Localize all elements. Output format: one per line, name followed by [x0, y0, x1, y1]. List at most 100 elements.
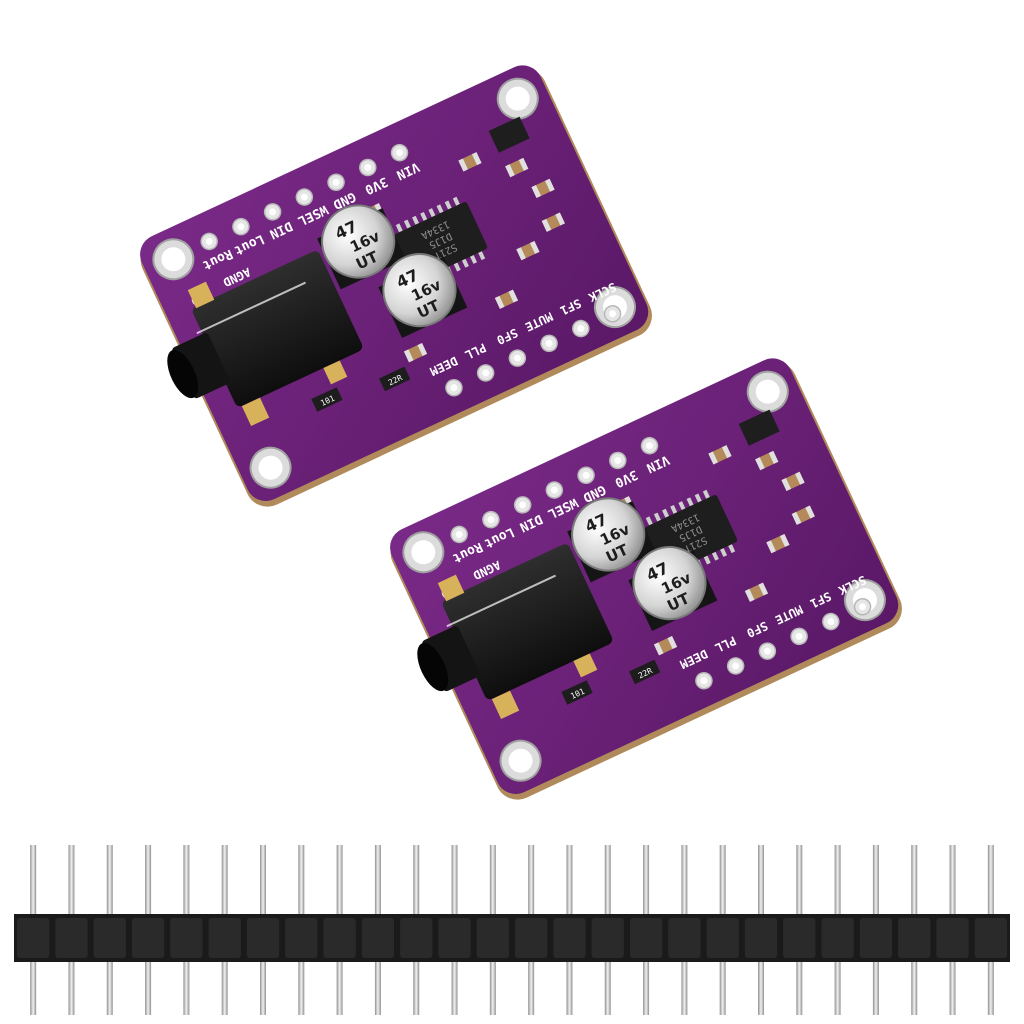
- chip-lead: [711, 551, 719, 561]
- header-segment: [55, 918, 88, 958]
- pin-hole: [205, 237, 213, 245]
- header-segment: [208, 918, 241, 958]
- mounting-hole-center: [411, 540, 436, 565]
- chip-lead: [694, 493, 702, 503]
- chip-lead: [478, 251, 486, 261]
- smd-terminal: [555, 212, 565, 226]
- smd-terminal: [529, 240, 540, 254]
- header-segment: [285, 918, 318, 958]
- pin-header-strip: [14, 845, 1010, 1015]
- jack-tab: [241, 397, 270, 427]
- pin-hole: [827, 618, 835, 626]
- pin-hole: [859, 603, 867, 611]
- smd-terminal: [708, 451, 718, 465]
- chip-lead: [436, 204, 444, 214]
- pin-hole: [364, 163, 372, 171]
- smd-terminal: [755, 457, 765, 471]
- capacitor-top: [382, 253, 457, 328]
- pin-hole: [332, 178, 340, 186]
- header-segment: [629, 918, 663, 958]
- smd-terminal: [805, 505, 815, 519]
- header-segment: [821, 918, 854, 958]
- pin-hole: [732, 662, 740, 670]
- pin-hole: [550, 486, 558, 494]
- smd-resistor: [561, 680, 593, 705]
- chip-lead: [452, 196, 460, 206]
- chip-lead: [653, 512, 661, 522]
- jack-tab: [491, 690, 520, 720]
- smd-terminal: [768, 450, 779, 464]
- header-segment: [553, 918, 586, 958]
- header-segment: [936, 918, 969, 958]
- mounting-hole-center: [505, 86, 530, 111]
- smd-resistor: [379, 366, 411, 392]
- pin-hole: [614, 456, 622, 464]
- jack-tab: [323, 360, 348, 385]
- header-segment: [706, 918, 739, 958]
- smd-terminal: [758, 582, 769, 596]
- pin-hole: [269, 208, 277, 216]
- header-segment: [744, 918, 778, 958]
- chip-lead: [453, 262, 461, 272]
- chip-lead: [662, 508, 670, 518]
- jack-tab: [437, 574, 465, 602]
- header-segment: [591, 918, 624, 958]
- smd-terminal: [494, 295, 505, 309]
- chip-lead: [461, 258, 469, 268]
- smd-terminal: [779, 533, 790, 547]
- jack-opening: [417, 642, 449, 692]
- smd-resistor: [629, 659, 661, 685]
- smd-terminal: [458, 158, 468, 172]
- mounting-hole-center: [508, 748, 533, 773]
- smd-terminal: [766, 540, 776, 554]
- chip-lead: [678, 501, 686, 511]
- chip-lead: [703, 555, 711, 565]
- pin-hole: [487, 516, 495, 524]
- header-segment: [361, 918, 395, 958]
- pin-hole: [582, 471, 590, 479]
- silk-line: [446, 574, 557, 628]
- jack-tab: [573, 653, 598, 678]
- header-segment: [400, 918, 433, 958]
- pin-hole: [455, 530, 463, 538]
- chip-lead: [686, 497, 694, 507]
- capacitor-top: [321, 204, 396, 279]
- silk-line: [196, 281, 307, 335]
- header-segment: [170, 918, 203, 958]
- header-segment: [898, 918, 931, 958]
- header-segment: [974, 918, 1007, 958]
- smd-terminal: [516, 247, 526, 261]
- dac-board-front: VIN3V0GNDWSELDINLoutRoutAGNDSCLKSF1MUTES…: [390, 358, 902, 800]
- smd-terminal: [795, 471, 805, 485]
- pin-hole: [545, 339, 553, 347]
- smd-resistor: [311, 387, 343, 412]
- pin-hole: [609, 310, 617, 318]
- chip-lead: [412, 215, 420, 225]
- pin-hole: [482, 369, 490, 377]
- header-segment: [246, 918, 280, 958]
- jack-body: [192, 251, 363, 407]
- smd-terminal: [545, 178, 555, 192]
- chip-lead: [645, 516, 653, 526]
- smd-terminal: [403, 349, 414, 363]
- smd-terminal: [541, 218, 552, 232]
- header-segment: [17, 918, 50, 958]
- smd-terminal: [791, 511, 802, 525]
- chip-lead: [420, 211, 428, 221]
- chip-lead: [428, 208, 436, 218]
- mounting-hole-center: [755, 379, 780, 404]
- chip-lead: [444, 200, 452, 210]
- jack-body: [442, 544, 613, 700]
- capacitor-top: [632, 546, 707, 621]
- chip-lead: [702, 489, 710, 499]
- jack-tab: [187, 281, 215, 309]
- regulator-chip: [488, 116, 530, 153]
- chip-lead: [470, 254, 478, 264]
- header-segment: [476, 918, 509, 958]
- header-segment: [668, 918, 701, 958]
- header-segment: [131, 918, 165, 958]
- smd-terminal: [508, 289, 519, 303]
